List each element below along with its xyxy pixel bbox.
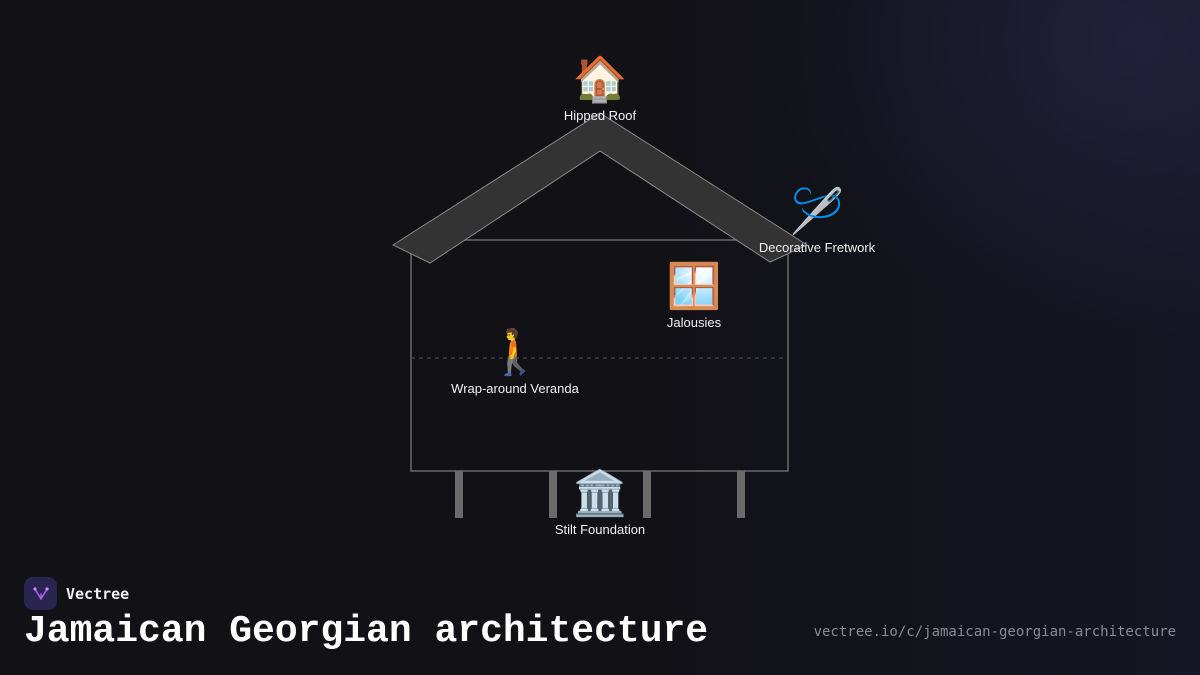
feature-label: Wrap-around Veranda [451,381,579,396]
person-walking-icon: 🚶 [487,327,543,378]
stilt [549,471,557,518]
classical-building-icon: 🏛️ [572,468,628,519]
page-title: Jamaican Georgian architecture [24,610,709,653]
feature-label: Jalousies [666,315,722,330]
vectree-logo-icon [24,577,57,610]
feature-hipped-roof: 🏠 Hipped Roof [563,54,637,124]
feature-stilt-foundation: 🏛️ Stilt Foundation [554,468,646,538]
needle-thread-icon: 🪡 [789,186,845,237]
house-walls [410,239,789,472]
brand-name: Vectree [66,584,130,603]
feature-label: Decorative Fretwork [758,240,876,255]
feature-decorative-fretwork: 🪡 Decorative Fretwork [758,186,876,256]
stilt [643,471,651,518]
roof [391,112,809,264]
brand[interactable]: Vectree [24,577,129,610]
house-icon: 🏠 [572,54,628,105]
feature-label: Stilt Foundation [554,522,646,537]
source-url[interactable]: vectree.io/c/jamaican-georgian-architect… [813,624,1176,640]
feature-label: Hipped Roof [563,108,637,123]
stilt [737,471,745,518]
window-icon: 🪟 [666,261,722,312]
stilt [455,471,463,518]
feature-jalousies: 🪟 Jalousies [666,261,722,331]
feature-wrap-around-veranda: 🚶 Wrap-around Veranda [451,327,579,397]
